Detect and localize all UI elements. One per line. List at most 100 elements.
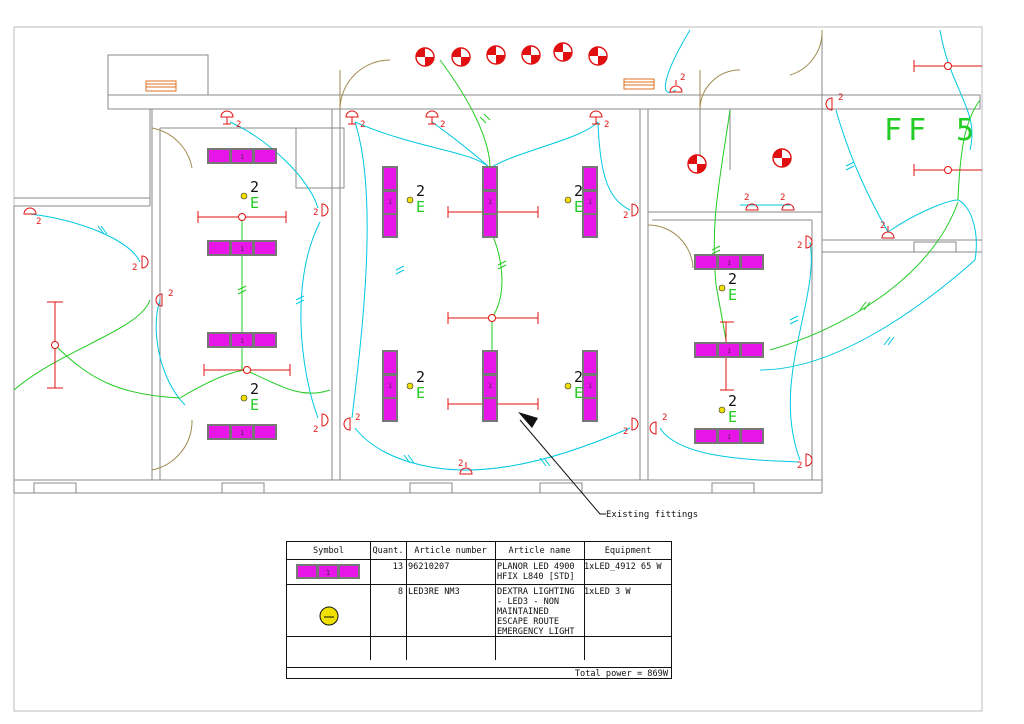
legend-table: Symbol Quant. Article number Article nam… [286, 541, 672, 679]
symbol-label: 1 [326, 569, 330, 577]
svg-text:2: 2 [728, 392, 737, 410]
existing-fittings [47, 60, 982, 410]
svg-text:2: 2 [680, 73, 685, 83]
row-divider [287, 636, 671, 637]
svg-text:2: 2 [132, 263, 137, 273]
led-fixture: 1 [207, 424, 277, 440]
fixture-label: 1 [727, 348, 731, 355]
col-divider [406, 542, 496, 660]
emergency-exit-signs [415, 42, 792, 174]
svg-text:2: 2 [797, 241, 802, 251]
footer-divider [287, 667, 671, 668]
svg-text:2: 2 [36, 217, 41, 227]
svg-text:2: 2 [250, 380, 259, 398]
svg-text:2: 2 [313, 425, 318, 435]
svg-text:2: 2 [313, 208, 318, 218]
vent-grilles [145, 78, 655, 92]
svg-text:2: 2 [250, 178, 259, 196]
header-divider [287, 559, 671, 560]
svg-text:2: 2 [440, 120, 445, 130]
svg-text:2: 2 [623, 211, 628, 221]
room-label: FF 5 [884, 113, 980, 148]
svg-text:2: 2 [574, 368, 583, 386]
row2-article-name: DEXTRA LIGHTING - LED3 - NON MAINTAINED … [497, 587, 575, 637]
svg-text:E: E [416, 384, 425, 402]
emergency-lights: 2E 2E 2E 2E 2E 2E 2E 2E [240, 178, 737, 426]
header-article-name: Article name [508, 546, 571, 556]
fixture-label: 1 [588, 199, 592, 206]
svg-text:2: 2 [416, 368, 425, 386]
led-fixture: 1 [582, 350, 598, 422]
led-fixture: 1 [694, 254, 764, 270]
col-divider [370, 542, 407, 660]
total-power: Total power = 869W [574, 669, 668, 679]
led-fixture: 1 [482, 350, 498, 422]
led-fixture: 1 [694, 428, 764, 444]
fixture-label: 1 [240, 338, 244, 345]
fixture-label: 1 [240, 430, 244, 437]
existing-fittings-callout: Existing fittings [518, 412, 698, 520]
row-divider [287, 584, 671, 585]
svg-text:E: E [416, 198, 425, 216]
fixture-label: 1 [727, 260, 731, 267]
svg-text:E: E [728, 408, 737, 426]
svg-text:2: 2 [360, 120, 365, 130]
fixture-label: 1 [240, 246, 244, 253]
svg-text:E: E [250, 396, 259, 414]
callout-label: Existing fittings [606, 510, 698, 520]
wire-ticks-green [237, 113, 871, 311]
led-fixture: 1 [207, 332, 277, 348]
fixture-label: 1 [488, 383, 492, 390]
svg-text:2: 2 [458, 459, 463, 469]
led-panel-fixture-symbol: 1 [296, 564, 360, 579]
occupancy-detectors [23, 80, 895, 475]
col-divider [287, 542, 371, 660]
fixture-label: 1 [727, 434, 731, 441]
led-fixture: 1 [207, 240, 277, 256]
fixture-label: 1 [588, 383, 592, 390]
led-fixture: 1 [482, 166, 498, 238]
row1-quantity: 13 [392, 562, 403, 572]
row1-article-number: 96210207 [408, 562, 450, 572]
emergency-light-icon [319, 606, 339, 626]
header-equipment: Equipment [604, 546, 652, 556]
svg-text:2: 2 [780, 193, 785, 203]
led-fixture: 1 [207, 148, 277, 164]
led-panel-fixtures: 1 1 1 1 1 1 1 1 1 1 1 1 1 [207, 148, 764, 444]
fixture-label: 1 [388, 199, 392, 206]
wire-ticks-cyan [97, 161, 895, 467]
header-quantity: Quant. [372, 546, 404, 556]
svg-text:2: 2 [880, 221, 885, 231]
led-fixture: 1 [382, 166, 398, 238]
switch-wiring [29, 29, 977, 471]
svg-text:2: 2 [416, 182, 425, 200]
header-symbol: Symbol [312, 546, 345, 556]
door-swings [151, 29, 823, 471]
svg-text:E: E [728, 286, 737, 304]
svg-text:2: 2 [574, 182, 583, 200]
row1-equipment: 1xLED_4912 65 W [584, 562, 662, 572]
svg-text:2: 2 [728, 270, 737, 288]
header-article-number: Article number [414, 546, 487, 556]
svg-text:E: E [574, 198, 583, 216]
detector-tags: 2 2 2 2 2 2 2 2 2 2 2 2 2 2 2 2 2 2 2 2 … [36, 73, 885, 471]
svg-text:2: 2 [236, 120, 241, 130]
svg-text:2: 2 [662, 413, 667, 423]
svg-text:2: 2 [623, 427, 628, 437]
svg-text:2: 2 [838, 93, 843, 103]
windows [33, 241, 957, 494]
row1-article-name: PLANOR LED 4900 HFIX L840 [STD] [497, 562, 575, 582]
fixture-label: 1 [388, 383, 392, 390]
led-fixture: 1 [582, 166, 598, 238]
row2-quantity: 8 [397, 587, 403, 597]
fixture-label: 1 [240, 154, 244, 161]
fixture-label: 1 [488, 199, 492, 206]
svg-text:2: 2 [168, 289, 173, 299]
svg-text:2: 2 [797, 461, 802, 471]
walls [13, 30, 982, 494]
svg-text:2: 2 [355, 413, 360, 423]
led-fixture: 1 [694, 342, 764, 358]
svg-text:2: 2 [604, 120, 609, 130]
svg-text:E: E [250, 194, 259, 212]
